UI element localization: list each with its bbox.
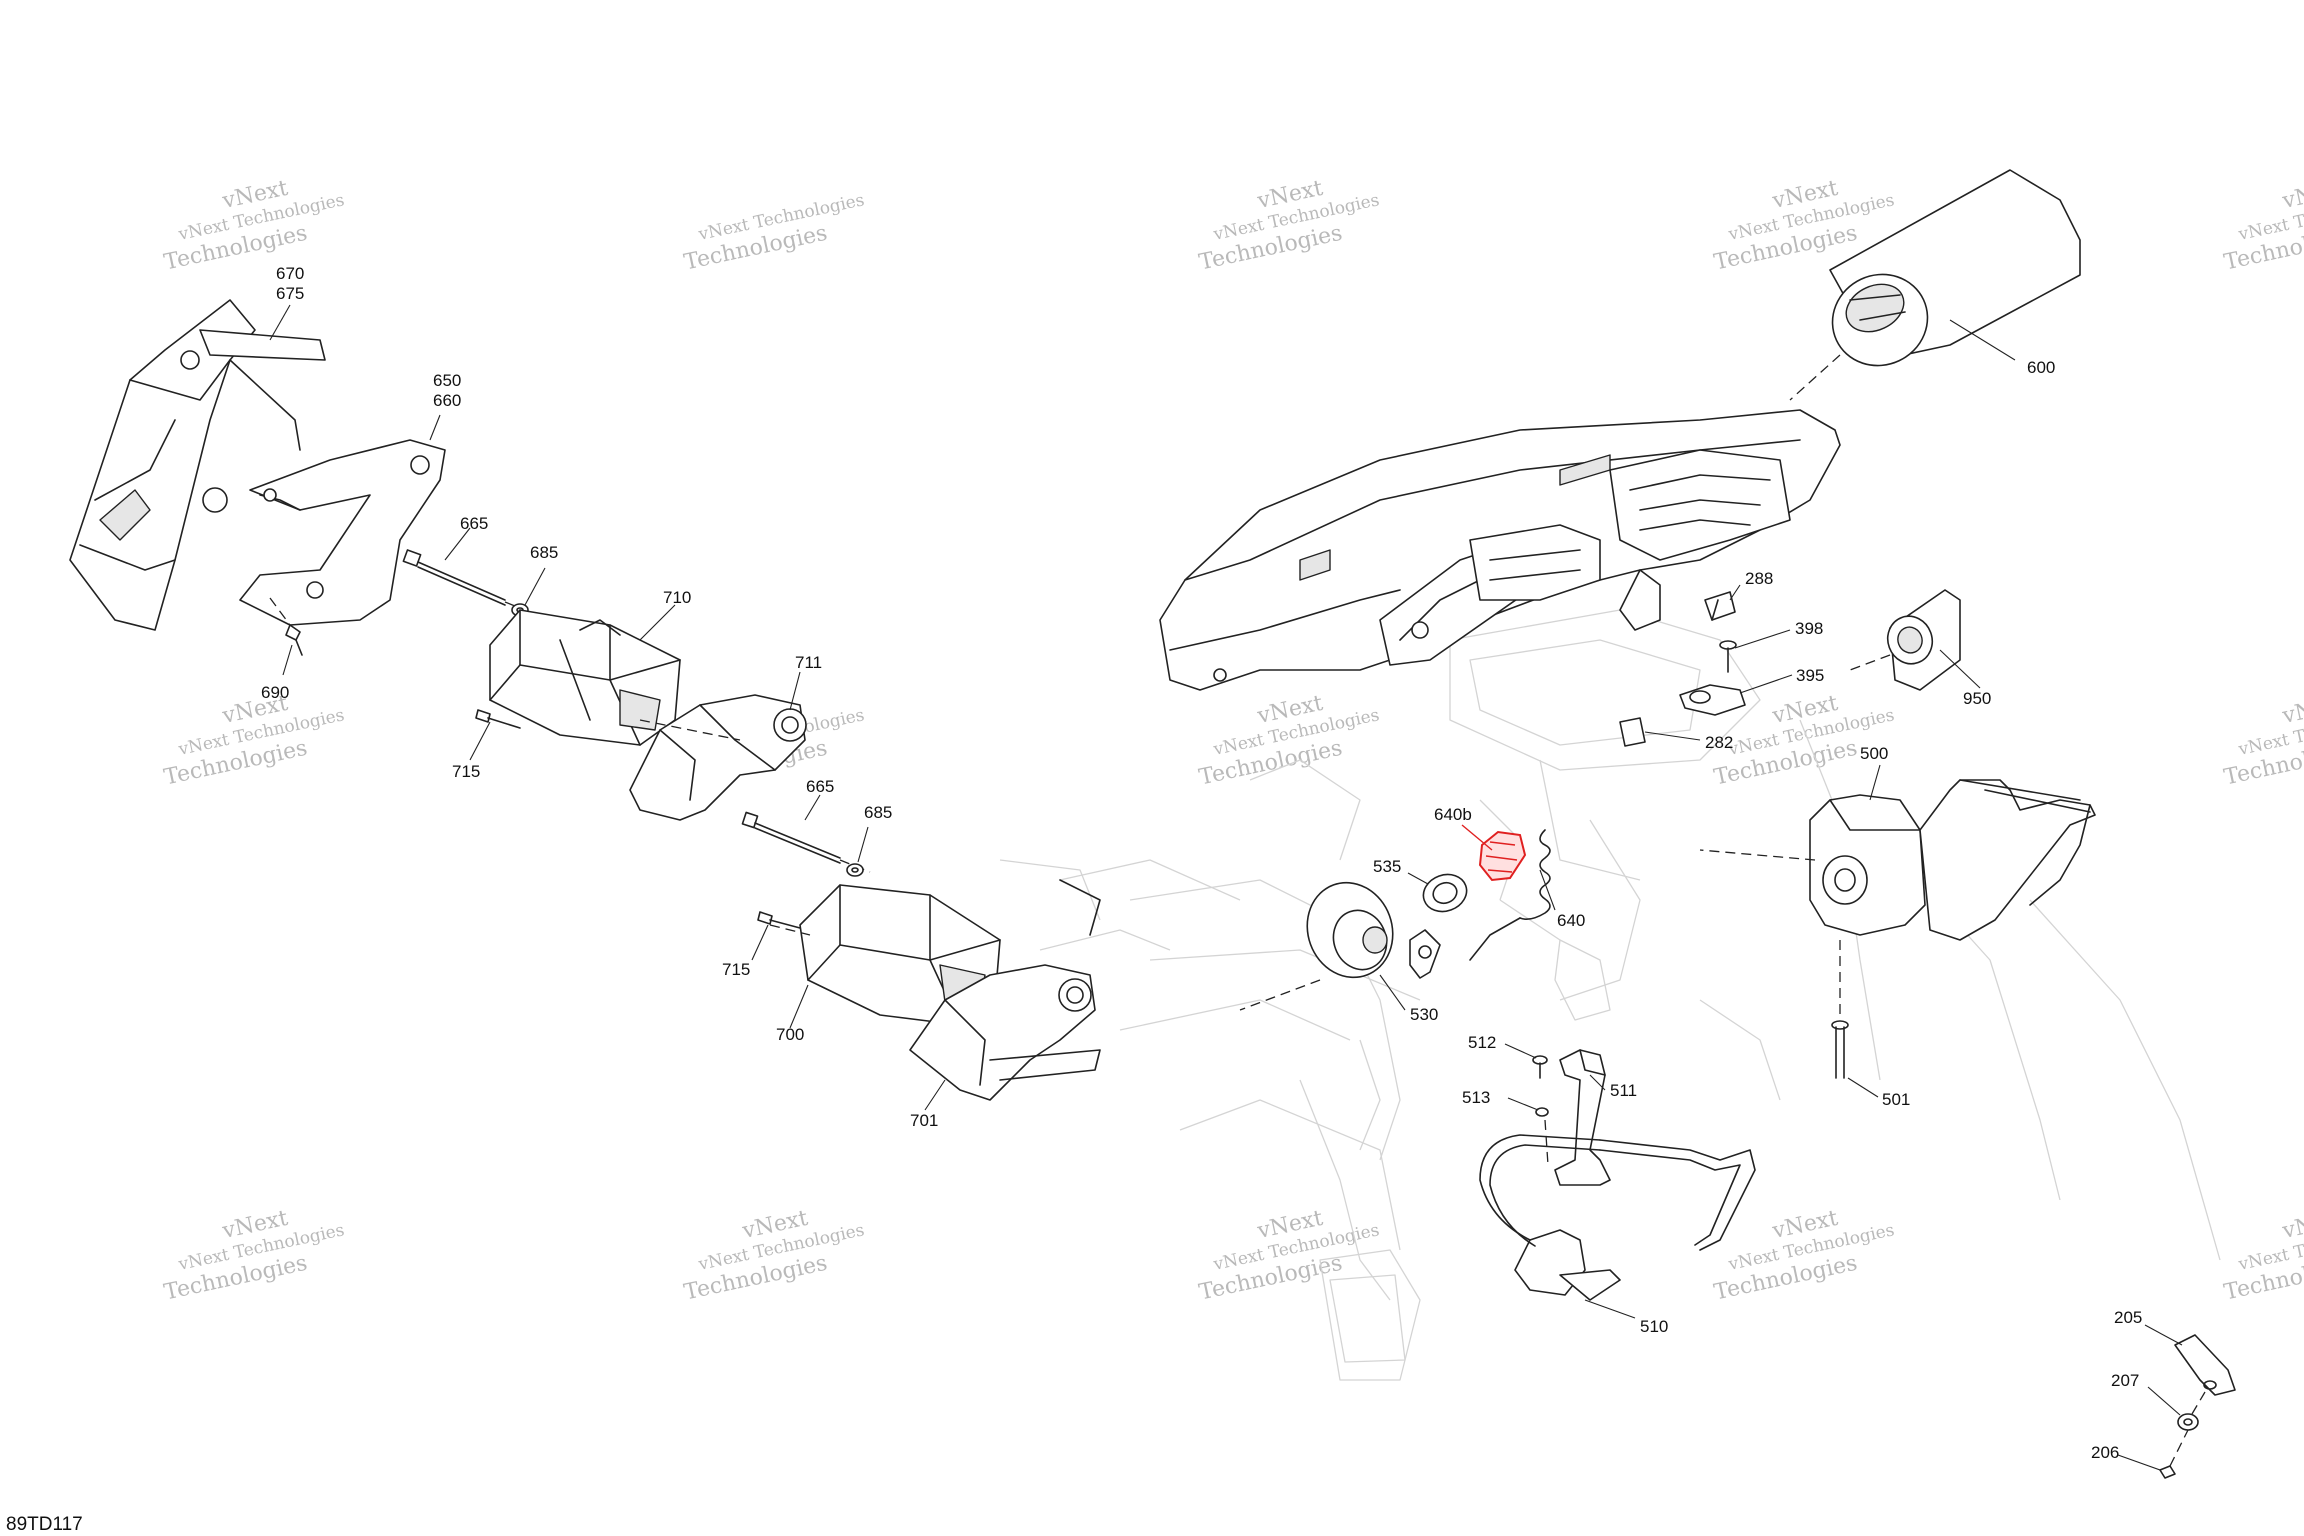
watermark: vNext Technologies Technologies vNext	[2222, 691, 2304, 791]
cable-harness-510	[1479, 1119, 1756, 1301]
clip-288	[1704, 591, 1736, 621]
watermark: vNext Technologies Technologies vNext	[1712, 1206, 1896, 1306]
part-label-670: 670	[276, 264, 304, 283]
part-label-675: 675	[276, 284, 304, 303]
svg-text:vNext: vNext	[2279, 1206, 2304, 1244]
part-label-640b: 640b	[1434, 805, 1472, 824]
screw-512	[1532, 1055, 1548, 1079]
svg-text:vNext: vNext	[2279, 691, 2304, 729]
part-label-282: 282	[1705, 733, 1733, 752]
watermark: vNext Technologies Technologies vNext	[162, 1206, 346, 1306]
part-label-395: 395	[1796, 666, 1824, 685]
watermark: vNext Technologies Technologies vNext	[162, 176, 346, 276]
dome-cover-600	[1789, 169, 2081, 401]
watermark: vNext Technologies Technologies vNext	[1197, 691, 1381, 791]
part-label-512: 512	[1468, 1033, 1496, 1052]
part-label-710: 710	[663, 588, 691, 607]
plate-bracket-650-660	[239, 439, 446, 626]
part-label-288: 288	[1745, 569, 1773, 588]
washer-513	[1535, 1107, 1549, 1117]
part-label-500: 500	[1860, 744, 1888, 763]
part-label-665-lower: 665	[806, 777, 834, 796]
part-label-535: 535	[1373, 857, 1401, 876]
switch-assembly-500	[1699, 779, 2096, 941]
part-label-510: 510	[1640, 1317, 1668, 1336]
part-label-715-upper: 715	[452, 762, 480, 781]
bolt-206	[2159, 1391, 2206, 1479]
bolt-690	[269, 597, 303, 656]
knob-530	[1239, 881, 1394, 1011]
part-label-501: 501	[1882, 1090, 1910, 1109]
bracket-670-675	[69, 299, 326, 631]
bolt-715-lower	[757, 911, 801, 929]
coil-cord-640	[1409, 829, 1551, 979]
housing-bracket-711	[629, 694, 807, 821]
bolt-715-upper	[475, 709, 521, 729]
bracket-511	[1554, 1049, 1611, 1186]
part-label-715-lower: 715	[722, 960, 750, 979]
clip-282	[1619, 717, 1646, 747]
part-label-650: 650	[433, 371, 461, 390]
washer-685-lower	[846, 863, 864, 877]
leader-lines	[269, 304, 2183, 1471]
watermark: vNext Technologies Technologies vNext	[1197, 176, 1381, 276]
ring-535	[1422, 873, 1468, 913]
clamp-395	[1679, 684, 1746, 716]
part-label-685-upper: 685	[530, 543, 558, 562]
part-label-711: 711	[795, 653, 822, 672]
part-label-206: 206	[2091, 1443, 2119, 1462]
watermark: vNext Technologies Technologies vNext	[162, 691, 346, 791]
part-labels: 670 675 650 660 665 685 710 690 711 715 …	[261, 264, 2142, 1462]
part-label-700: 700	[776, 1025, 804, 1044]
part-label-600: 600	[2027, 358, 2055, 377]
part-label-950: 950	[1963, 689, 1991, 708]
part-label-685-lower: 685	[864, 803, 892, 822]
part-label-690: 690	[261, 683, 289, 702]
bolt-501	[1831, 940, 1849, 1079]
light-unit-710	[489, 609, 681, 746]
part-label-511: 511	[1610, 1081, 1637, 1100]
part-label-205: 205	[2114, 1308, 2142, 1327]
long-bolt-665-lower	[741, 811, 871, 873]
tail-light-assembly	[1159, 409, 1841, 691]
watermark: vNext Technologies Technologies vNext	[2222, 176, 2304, 276]
watermark: vNext Technologies Technologies vNext	[2222, 1206, 2304, 1306]
ghost-background	[999, 609, 2221, 1381]
highlighted-part-640b	[1478, 830, 1527, 882]
washer-207	[2177, 1413, 2199, 1431]
part-label-701: 701	[910, 1111, 938, 1130]
part-label-660: 660	[433, 391, 461, 410]
housing-bracket-701	[909, 879, 1101, 1101]
watermark: vNext Technologies Technologies vNext	[682, 1206, 866, 1306]
part-label-640: 640	[1557, 911, 1585, 930]
diagram-reference-code: 89TD117	[6, 1514, 83, 1535]
watermark: vNext Technologies Technologies	[682, 190, 866, 275]
watermark: vNext Technologies Technologies vNext	[1197, 1206, 1381, 1306]
part-label-513: 513	[1462, 1088, 1490, 1107]
part-label-530: 530	[1410, 1005, 1438, 1024]
power-socket-950	[1849, 589, 1961, 691]
part-label-398: 398	[1795, 619, 1823, 638]
part-label-665-upper: 665	[460, 514, 488, 533]
clip-205	[2174, 1334, 2236, 1396]
part-label-207: 207	[2111, 1371, 2139, 1390]
screw-398	[1719, 640, 1737, 673]
svg-text:vNext: vNext	[2279, 176, 2304, 214]
watermark-layer: vNext Technologies Technologies vNext vN…	[162, 176, 2304, 1306]
